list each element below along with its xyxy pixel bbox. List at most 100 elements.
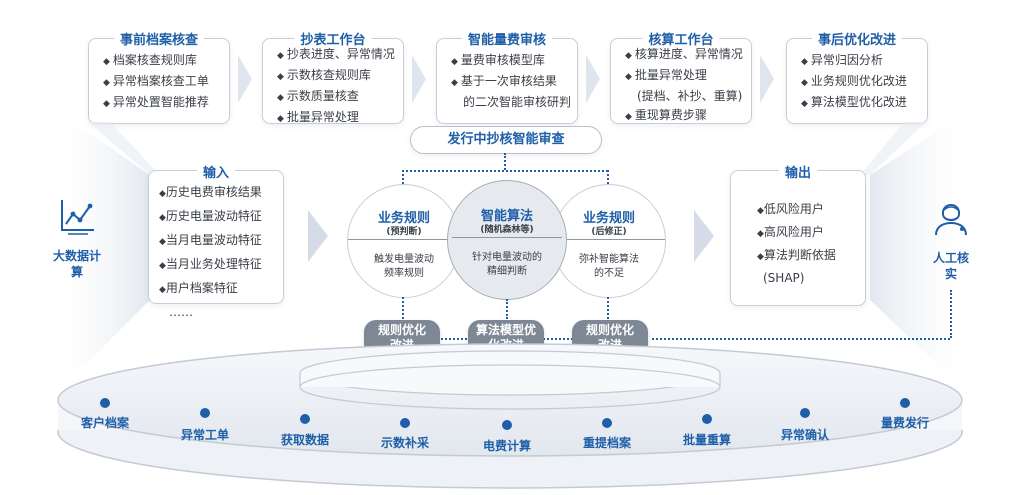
list-item: ◆异常归因分析 [801, 53, 883, 67]
list-item: (提档、补抄、重算) [637, 89, 743, 103]
connector-line [543, 338, 573, 340]
top-card-pre-audit: 事前档案核查 ◆档案核查规则库 ◆异常档案核查工单 ◆异常处置智能推荐 [88, 29, 230, 124]
list-item: ◆重现算费步骤 [625, 108, 707, 122]
connector-line [402, 170, 608, 172]
list-item: ◆量费审核模型库 [451, 53, 545, 67]
list-item: ◆业务规则优化改进 [801, 74, 907, 88]
top-card-list: ◆核算进度、异常情况 ◆批量异常处理 (提档、补抄、重算) ◆重现算费步骤 [625, 45, 743, 127]
connector-line [652, 338, 950, 340]
step-label: 示数补采 [380, 436, 430, 450]
top-card-list: ◆量费审核模型库 ◆基于一次审核结果 的二次智能审核研判 [451, 51, 571, 112]
list-item: ◆异常档案核查工单 [103, 74, 209, 88]
chevron-right-icon [760, 55, 774, 103]
connector-line [607, 297, 609, 319]
list-item: ◆示数核查规则库 [277, 68, 371, 82]
step-dot [800, 408, 810, 418]
list-item: ◆基于一次审核结果 [451, 74, 557, 88]
top-card-list: ◆异常归因分析 ◆业务规则优化改进 ◆算法模型优化改进 [801, 51, 907, 114]
connector-line [402, 297, 404, 319]
top-card-list: ◆档案核查规则库 ◆异常档案核查工单 ◆异常处置智能推荐 [103, 51, 209, 114]
list-item: 的二次智能审核研判 [463, 95, 572, 109]
step-label: 客户档案 [80, 416, 130, 430]
top-card-title: 事后优化改进 [811, 29, 903, 48]
circle-desc: 触发电量波动频率规则 [374, 254, 434, 279]
manual-check-label: 人工核实 [932, 251, 969, 281]
top-card-list: ◆抄表进度、异常情况 ◆示数核查规则库 ◆示数质量核查 ◆批量异常处理 [277, 45, 395, 129]
center-banner: 发行中抄核智能审查 [410, 126, 602, 154]
step-label: 获取数据 [280, 433, 330, 447]
chevron-right-icon [412, 55, 426, 103]
list-item: ◆低风险用户 [757, 202, 824, 216]
list-item: ◆批量异常处理 [625, 68, 707, 82]
list-item: ◆当月业务处理特征 [159, 257, 262, 271]
top-card-smart-audit: 智能量费审核 ◆量费审核模型库 ◆基于一次审核结果 的二次智能审核研判 [436, 29, 578, 124]
circle-title: 业务规则 [377, 211, 430, 226]
list-item: ◆历史电费审核结果 [159, 185, 262, 199]
arrow-right-icon [308, 210, 328, 262]
top-card-title: 智能量费审核 [461, 29, 553, 48]
list-item: ◆核算进度、异常情况 [625, 47, 743, 61]
list-item: ◆档案核查规则库 [103, 53, 197, 67]
chevron-right-icon [586, 55, 600, 103]
input-card: 输入 ◆历史电费审核结果 ◆历史电量波动特征 ◆当月电量波动特征 ◆当月业务处理… [148, 162, 284, 319]
circle-title: 业务规则 [582, 211, 635, 226]
list-item: ◆批量异常处理 [277, 110, 359, 124]
circle-desc: 针对电量波动的精细判断 [472, 252, 542, 277]
top-card-post-optimize: 事后优化改进 ◆异常归因分析 ◆业务规则优化改进 ◆算法模型优化改进 [786, 29, 928, 124]
circle-divider [452, 237, 562, 238]
connector-line [504, 153, 506, 170]
connector-line [506, 299, 508, 319]
circle-divider [553, 239, 665, 240]
circle-rule-post: 业务规则 (后修正) 弥补智能算法的不足 [552, 184, 666, 298]
circle-subtitle: (随机森林等) [480, 225, 534, 235]
list-item: ◆当月电量波动特征 [159, 233, 262, 247]
list-item: …… [169, 305, 193, 319]
top-card-title: 事前档案核查 [113, 29, 205, 48]
step-label: 异常工单 [180, 428, 230, 442]
person-icon [935, 204, 967, 236]
list-item: ◆算法模型优化改进 [801, 95, 907, 109]
list-item: ◆抄表进度、异常情况 [277, 47, 395, 61]
big-data-label: 大数据计算 [52, 249, 101, 279]
list-item: ◆异常处置智能推荐 [103, 95, 209, 109]
step-dot [502, 420, 512, 430]
list-item: ◆示数质量核查 [277, 89, 359, 103]
circle-subtitle: (预判断) [386, 227, 422, 237]
list-item: ◆历史电量波动特征 [159, 209, 262, 223]
step-dot [702, 414, 712, 424]
list-item: ◆用户档案特征 [159, 281, 238, 295]
top-card-meter-reading: 抄表工作台 ◆抄表进度、异常情况 ◆示数核查规则库 ◆示数质量核查 ◆批量异常处… [262, 29, 404, 124]
connector-line [402, 170, 404, 188]
top-card-title: 核算工作台 [642, 29, 720, 48]
output-title: 输出 [778, 162, 818, 181]
step-label: 批量重算 [682, 433, 732, 447]
connector-line [950, 290, 952, 338]
step-label: 电费计算 [482, 439, 532, 453]
step-dot [602, 418, 612, 428]
list-item: (SHAP) [763, 271, 805, 285]
circle-desc: 弥补智能算法的不足 [579, 254, 639, 279]
connector-line [441, 338, 471, 340]
step-dot [200, 408, 210, 418]
circle-divider [348, 239, 460, 240]
step-dot [100, 398, 110, 408]
step-label: 重提档案 [582, 436, 632, 450]
step-dot [400, 418, 410, 428]
step-dot [900, 398, 910, 408]
top-card-title: 抄表工作台 [294, 29, 372, 48]
step-label: 量费发行 [880, 416, 930, 430]
output-list: ◆低风险用户 ◆高风险用户 ◆算法判断依据 (SHAP) [757, 199, 836, 289]
chevron-right-icon [238, 55, 252, 103]
input-list: ◆历史电费审核结果 ◆历史电量波动特征 ◆当月电量波动特征 ◆当月业务处理特征 … [159, 181, 262, 323]
connector-line [607, 170, 609, 188]
step-dot [300, 414, 310, 424]
step-label: 异常确认 [780, 428, 830, 442]
input-title: 输入 [196, 162, 236, 181]
top-card-accounting: 核算工作台 ◆核算进度、异常情况 ◆批量异常处理 (提档、补抄、重算) ◆重现算… [610, 29, 752, 127]
circle-subtitle: (后修正) [591, 227, 627, 237]
arrow-right-icon [694, 210, 714, 262]
circle-title: 智能算法 [480, 209, 533, 224]
line-chart-icon [61, 200, 94, 235]
circle-smart-algorithm: 智能算法 (随机森林等) 针对电量波动的精细判断 [447, 180, 567, 300]
